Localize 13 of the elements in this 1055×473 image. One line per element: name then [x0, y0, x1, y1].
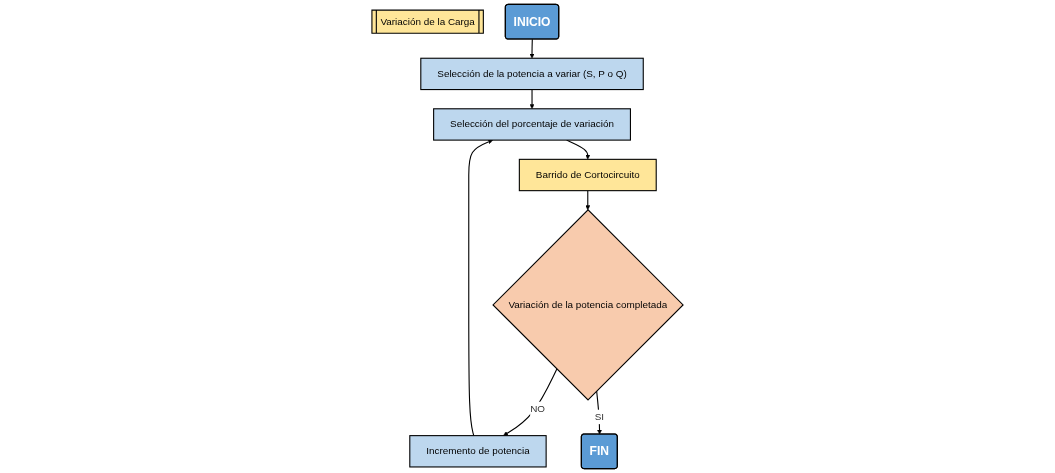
arrow: [566, 139, 591, 160]
edge-label: NO: [530, 403, 545, 415]
arrow: [585, 190, 591, 211]
arrow: [529, 38, 535, 59]
node-diamond: Variación de la potencia completada: [492, 209, 684, 401]
node-box: Incremento de potencia: [409, 435, 547, 468]
arrow: [503, 368, 558, 436]
edge-label: SI: [594, 411, 604, 423]
node-box: Barrido de Cortocircuito: [518, 158, 657, 192]
node-box: Selección de la potencia a variar (S, P o Q): [420, 57, 644, 91]
node-box: Selección del porcentaje de variación: [433, 108, 631, 141]
arrow: [468, 139, 494, 437]
arrow: [529, 89, 535, 109]
